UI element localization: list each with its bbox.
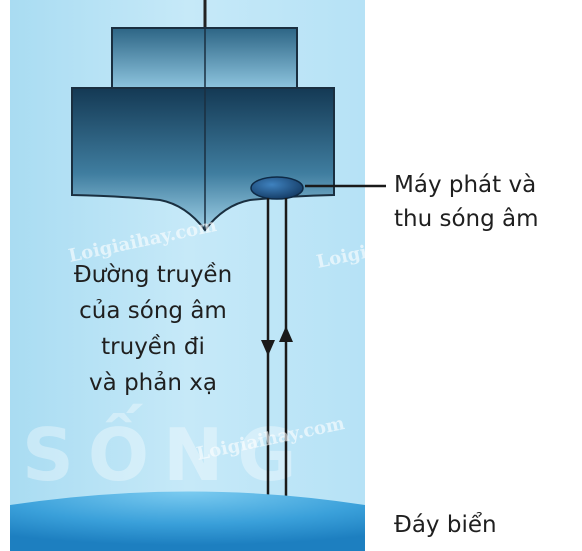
wave-path-label-line-4: và phản xạ [89,370,217,396]
seabed-label: Đáy biển [394,512,497,538]
transceiver-label-line-1: Máy phát và [394,172,537,198]
transceiver-device [250,176,304,200]
background-watermark: SỐNG [22,404,310,497]
wave-path-label: Đường truyền của sóng âm truyền đi và ph… [48,260,258,398]
wave-path-label-line-3: truyền đi [101,334,205,360]
seabed [10,491,365,551]
arrow-down-head [261,340,275,356]
wave-path-label-line-2: của sóng âm [79,298,227,324]
transceiver-label-line-2: thu sóng âm [394,206,539,232]
transceiver-label: Máy phát và thu sóng âm [394,170,574,234]
wave-path-label-line-1: Đường truyền [73,262,233,288]
arrow-up-head [279,326,293,342]
